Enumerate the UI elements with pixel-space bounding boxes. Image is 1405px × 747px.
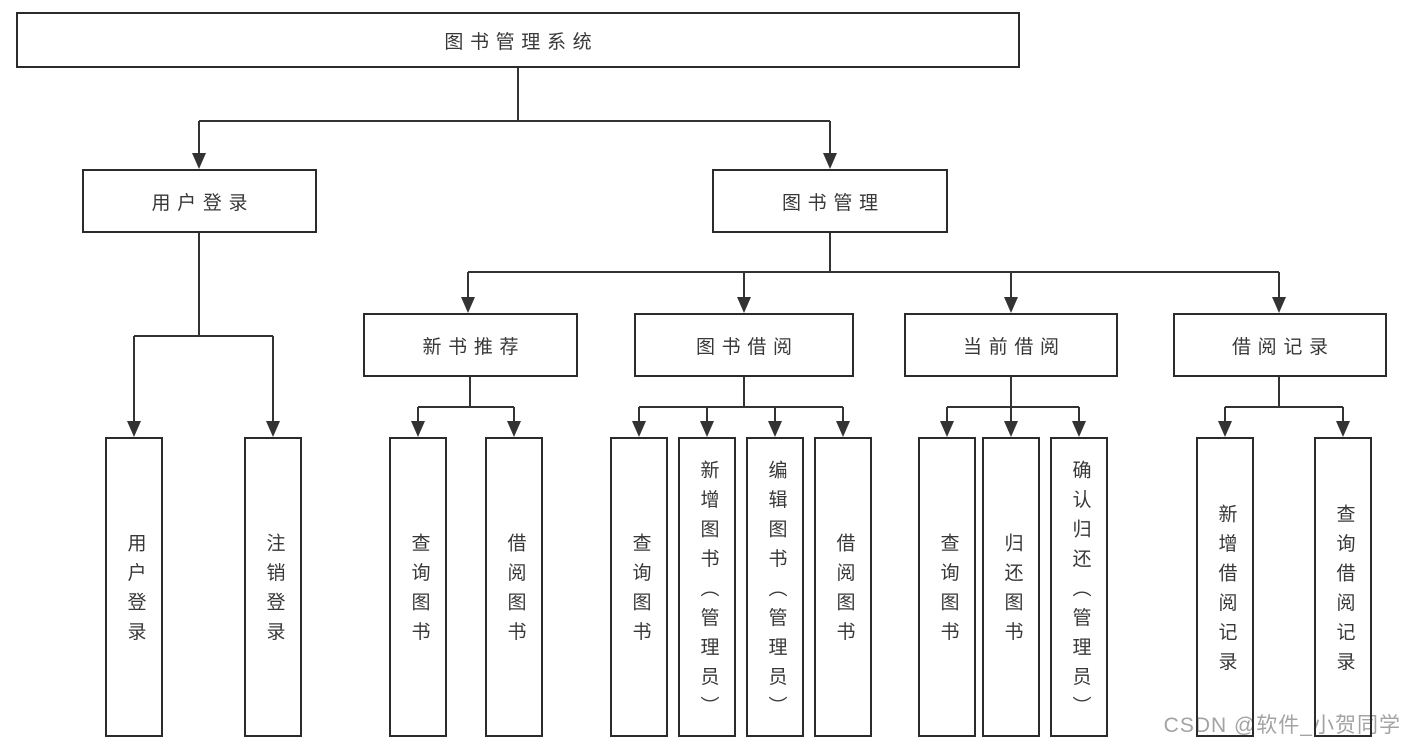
node-borrowing-records: 借阅记录	[1173, 313, 1387, 377]
connector-path	[133, 68, 1344, 425]
node-label: 图书管理系统	[444, 31, 599, 53]
leaf-query-books-borrow: 查询图书	[610, 437, 668, 737]
node-new-book-recommendation: 新书推荐	[363, 313, 578, 377]
node-label: 编辑图书（管理员）	[765, 459, 787, 725]
node-label: 借阅图书	[504, 533, 526, 652]
node-label: 新增借阅记录	[1215, 503, 1237, 681]
node-book-management: 图书管理	[712, 169, 948, 233]
leaf-edit-books-admin: 编辑图书（管理员）	[746, 437, 804, 737]
node-label: 查询图书	[629, 533, 651, 652]
arrowheads	[127, 153, 1350, 437]
node-label: 图书管理	[782, 192, 885, 214]
node-user-login: 用户登录	[82, 169, 317, 233]
leaf-borrow-books-newrec: 借阅图书	[485, 437, 543, 737]
leaf-query-books-current: 查询图书	[918, 437, 976, 737]
leaf-borrow-books: 借阅图书	[814, 437, 872, 737]
node-label: 查询图书	[408, 533, 430, 652]
node-label: 新增图书（管理员）	[697, 459, 719, 725]
node-label: 图书借阅	[696, 336, 799, 358]
node-book-borrowing: 图书借阅	[634, 313, 854, 377]
leaf-user-login: 用户登录	[105, 437, 163, 737]
leaf-add-borrow-record: 新增借阅记录	[1196, 437, 1254, 737]
leaf-confirm-return-admin: 确认归还（管理员）	[1050, 437, 1108, 737]
leaf-return-books: 归还图书	[982, 437, 1040, 737]
leaf-add-books-admin: 新增图书（管理员）	[678, 437, 736, 737]
leaf-logout: 注销登录	[244, 437, 302, 737]
csdn-watermark: CSDN @软件_小贺同学	[1163, 714, 1401, 737]
node-label: 当前借阅	[963, 336, 1066, 358]
node-label: 用户登录	[124, 533, 146, 652]
node-label: 查询借阅记录	[1333, 503, 1355, 681]
node-label: 注销登录	[263, 533, 285, 652]
node-label: 用户登录	[151, 192, 255, 214]
node-label: 借阅记录	[1232, 336, 1335, 358]
leaf-query-books-newrec: 查询图书	[389, 437, 447, 737]
node-label: 查询图书	[937, 533, 959, 652]
leaf-query-borrow-record: 查询借阅记录	[1314, 437, 1372, 737]
node-label: 新书推荐	[422, 336, 526, 358]
node-label: 归还图书	[1001, 533, 1023, 652]
node-current-borrowing: 当前借阅	[904, 313, 1118, 377]
node-label: 确认归还（管理员）	[1069, 459, 1091, 725]
node-library-management-system: 图书管理系统	[16, 12, 1020, 68]
node-label: 借阅图书	[833, 533, 855, 652]
